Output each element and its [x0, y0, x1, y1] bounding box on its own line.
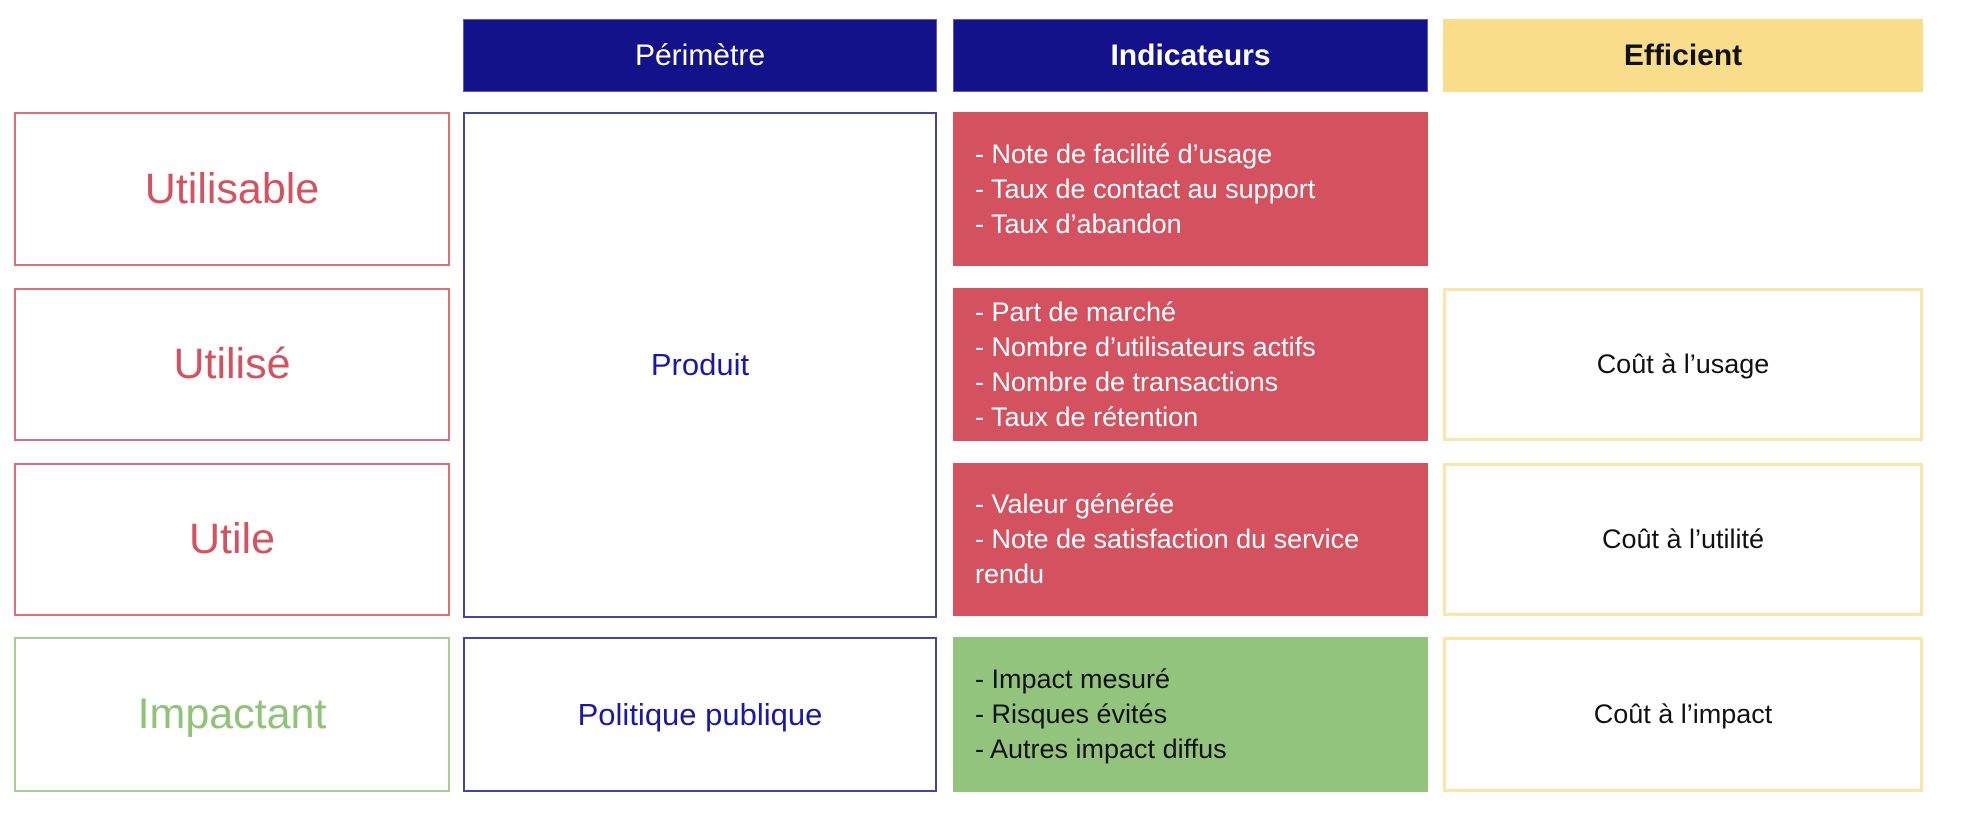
scope-produit-text: Produit: [650, 347, 750, 382]
scope-cell-politique-publique: Politique publique: [463, 637, 937, 792]
indicator-item: - Valeur générée: [975, 489, 1175, 519]
header-indicateurs-label: Indicateurs: [1110, 38, 1271, 72]
indicator-item: - Note de satisfaction du service rendu: [975, 524, 1360, 589]
scope-cell-produit: Produit: [463, 112, 937, 618]
row-label-utilise: Utilisé: [14, 288, 450, 441]
indicators-cell-utilise: - Part de marché - Nombre d’utilisateurs…: [953, 288, 1428, 441]
header-perimetre: Périmètre: [463, 19, 937, 92]
indicator-item: - Taux de rétention: [975, 401, 1199, 432]
row-label-utile: Utile: [14, 463, 450, 616]
row-label-utile-text: Utile: [188, 515, 276, 563]
indicator-item: - Part de marché: [975, 296, 1177, 327]
scope-politique-text: Politique publique: [577, 696, 823, 732]
efficient-cell-cout-utilite: Coût à l’utilité: [1443, 463, 1923, 616]
row-label-impactant: Impactant: [14, 637, 450, 792]
row-label-utilisable-text: Utilisable: [144, 164, 320, 213]
header-perimetre-label: Périmètre: [634, 38, 766, 72]
row-label-impactant-text: Impactant: [137, 690, 327, 738]
indicator-item: - Note de facilité d’usage: [975, 138, 1273, 169]
indicator-item: - Nombre de transactions: [975, 366, 1279, 397]
row-label-utilisable: Utilisable: [14, 112, 450, 266]
header-efficient-label: Efficient: [1623, 38, 1743, 72]
indicators-cell-utilisable: - Note de facilité d’usage - Taux de con…: [953, 112, 1428, 266]
efficient-cell-text: Coût à l’utilité: [1601, 524, 1765, 554]
efficient-cell-text: Coût à l’usage: [1596, 349, 1770, 379]
row-label-utilise-text: Utilisé: [173, 340, 291, 388]
efficient-cell-cout-usage: Coût à l’usage: [1443, 288, 1923, 441]
indicator-item: - Autres impact diffus: [975, 734, 1227, 764]
header-efficient: Efficient: [1443, 19, 1923, 92]
efficient-cell-text: Coût à l’impact: [1593, 699, 1773, 729]
indicator-item: - Risques évités: [975, 699, 1168, 729]
indicator-item: - Taux de contact au support: [975, 173, 1316, 204]
indicator-item: - Taux d’abandon: [975, 208, 1182, 239]
header-indicateurs: Indicateurs: [953, 19, 1428, 92]
indicator-item: - Impact mesuré: [975, 664, 1171, 694]
indicators-cell-impactant: - Impact mesuré - Risques évités - Autre…: [953, 637, 1428, 792]
efficient-cell-cout-impact: Coût à l’impact: [1443, 637, 1923, 792]
indicator-item: - Nombre d’utilisateurs actifs: [975, 331, 1316, 362]
indicators-cell-utile: - Valeur générée - Note de satisfaction …: [953, 463, 1428, 616]
